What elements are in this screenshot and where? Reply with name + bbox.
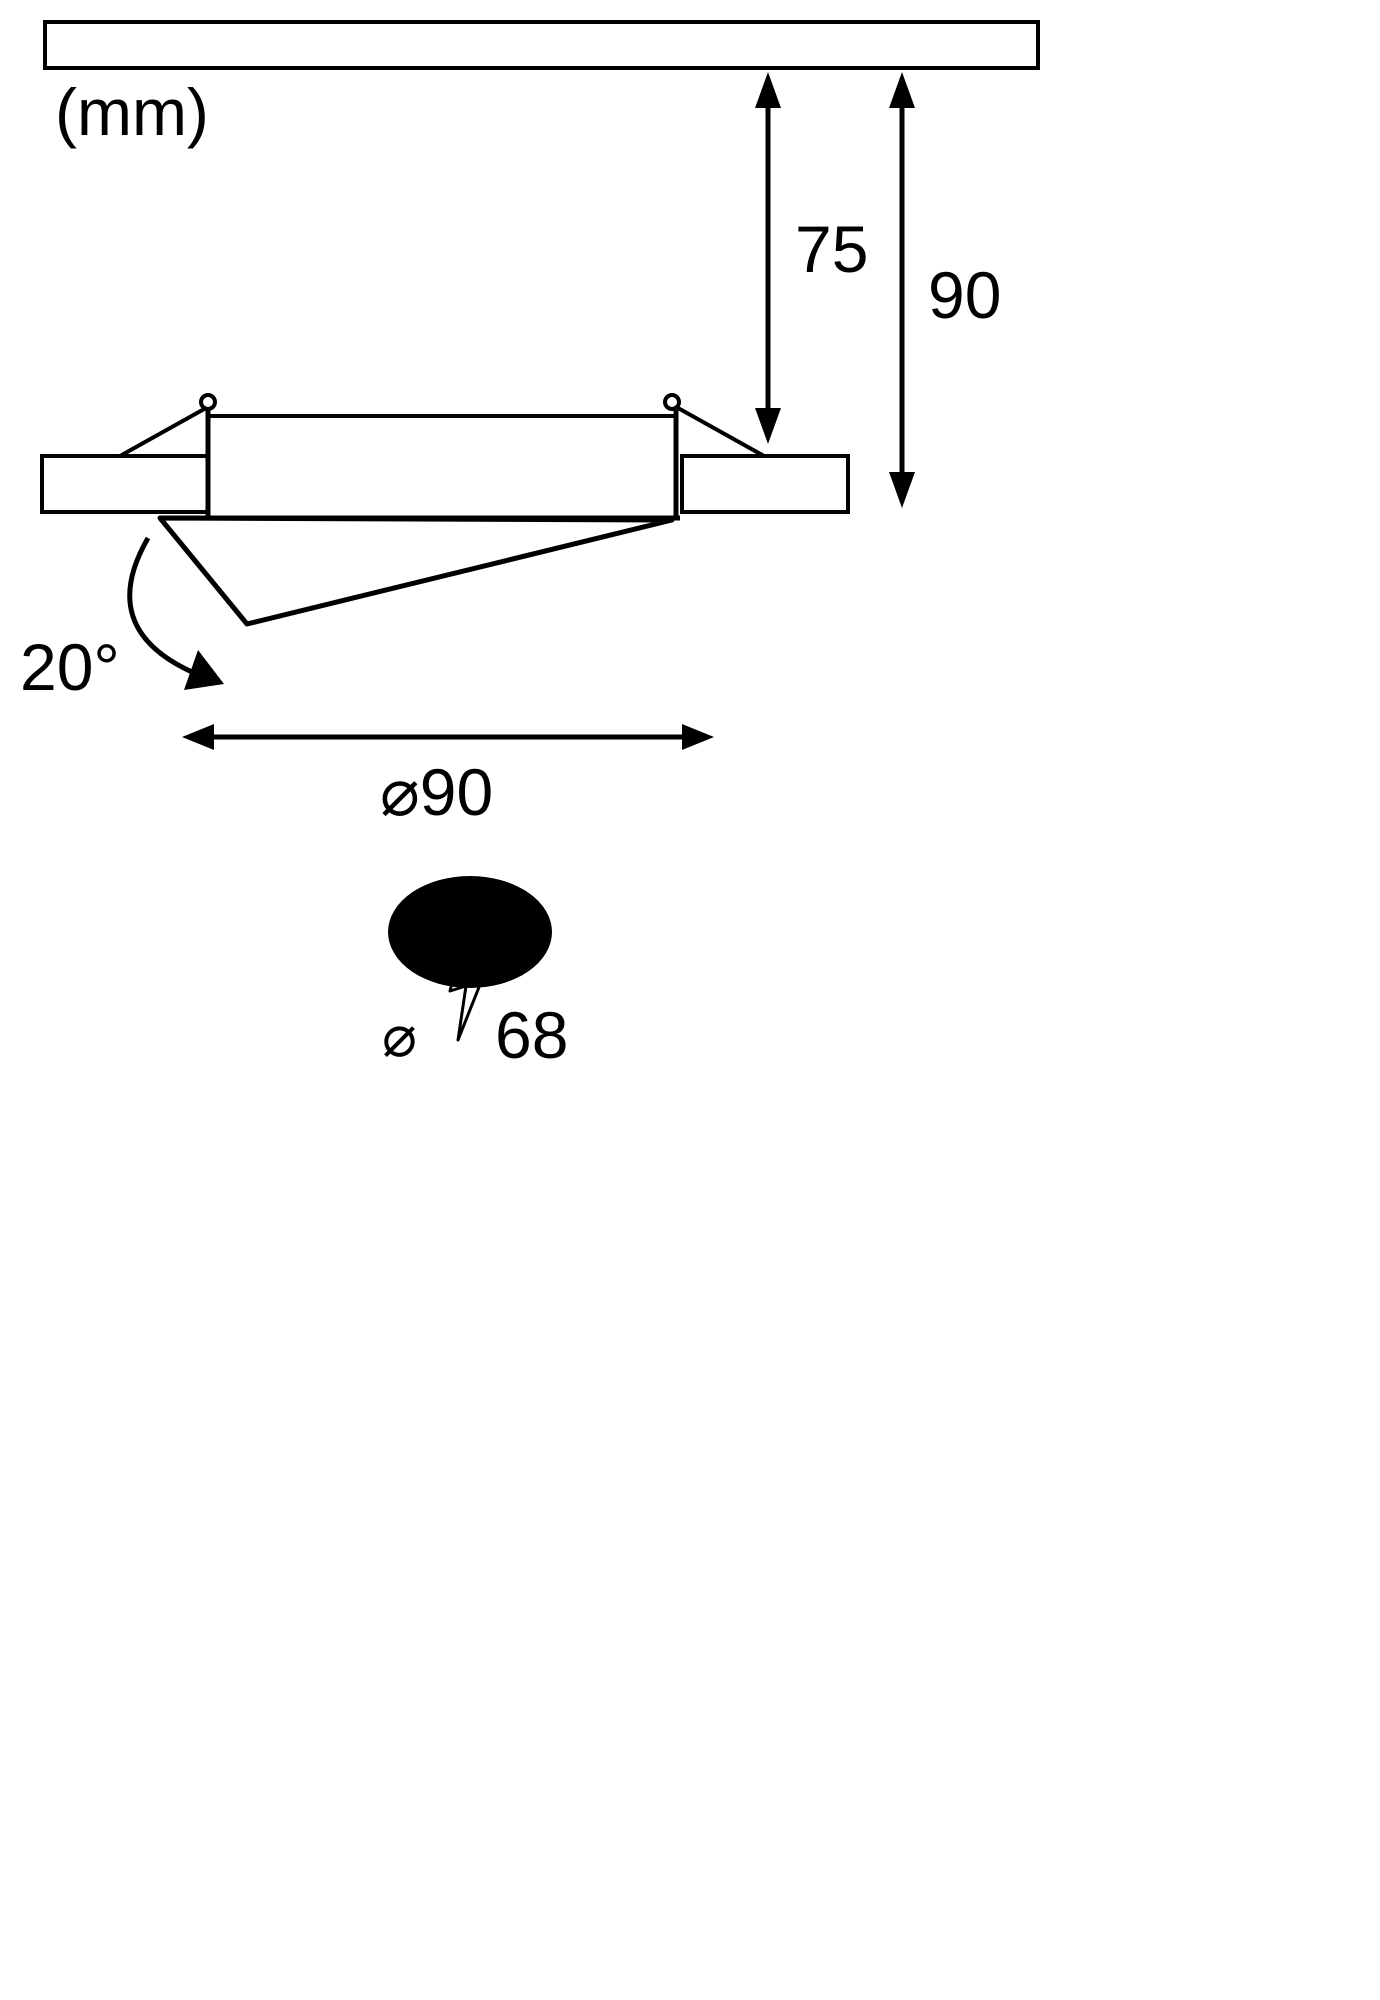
arrow-right-icon xyxy=(682,724,714,750)
tilt-angle-label: 20° xyxy=(20,630,120,704)
cutout-hole xyxy=(388,876,552,988)
arrow-up-icon xyxy=(755,72,781,108)
dimension-75: 75 xyxy=(755,72,868,444)
lightning-bolt-icon xyxy=(443,886,491,1042)
spring-left xyxy=(119,406,207,458)
arrow-left-icon xyxy=(182,724,214,750)
dimension-75-label: 75 xyxy=(795,212,868,286)
tilt-arc xyxy=(127,536,194,675)
outer-diameter-label: ⌀90 xyxy=(380,755,493,829)
arrow-tilt-icon xyxy=(184,650,224,690)
cutout-diameter-value: 68 xyxy=(495,998,568,1072)
trim-left xyxy=(40,454,210,514)
arrow-up-icon xyxy=(889,72,915,108)
tilted-lamp-body xyxy=(157,515,675,627)
spring-right xyxy=(677,406,765,458)
pivot-right-icon xyxy=(663,393,681,411)
cutout-diameter-symbol: ⌀ xyxy=(382,1004,417,1069)
pivot-left-icon xyxy=(199,393,217,411)
tilt-angle: 20° xyxy=(20,536,224,704)
dimension-90: 90 xyxy=(889,72,1001,508)
trim-right xyxy=(680,454,850,514)
unit-label: (mm) xyxy=(55,75,209,149)
ceiling-bar xyxy=(43,20,1040,70)
fixture-drawing xyxy=(40,393,850,627)
cutout: ⌀ 68 xyxy=(382,876,568,1072)
outer-diameter: ⌀90 xyxy=(182,724,714,829)
dimension-90-label: 90 xyxy=(928,258,1001,332)
arrow-down-icon xyxy=(755,408,781,444)
arrow-down-icon xyxy=(889,472,915,508)
